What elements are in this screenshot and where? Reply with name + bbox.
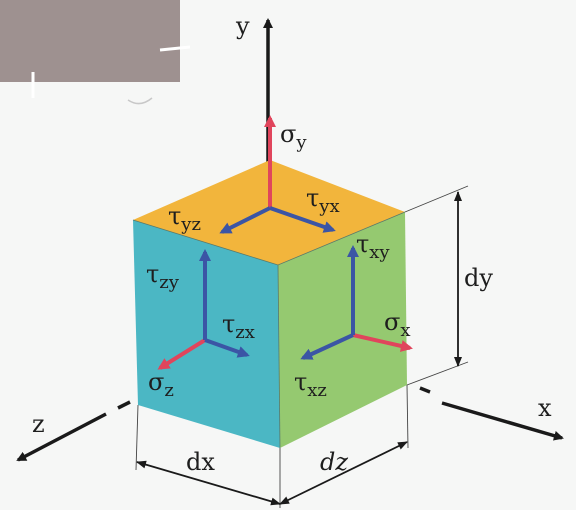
cube-top-face <box>133 160 405 265</box>
tau-yx-arrow <box>269 206 336 233</box>
corner-patch-mark <box>31 45 191 98</box>
x-axis-label: x <box>538 394 552 422</box>
sigma-z-arrow <box>157 338 207 370</box>
x-axis-back <box>419 386 431 394</box>
tau-zx-arrow <box>204 338 250 358</box>
sigma-x-label: σx <box>384 308 411 341</box>
dy-extension-top <box>404 185 469 213</box>
cube-vertical-edge <box>277 264 281 449</box>
dx-extension-left <box>135 404 139 471</box>
x-axis <box>441 401 564 441</box>
dy-label: dy <box>464 264 493 292</box>
corner-patch <box>0 0 180 82</box>
cube-right-face <box>278 212 407 448</box>
scan-mark <box>127 97 153 105</box>
z-axis <box>16 412 107 462</box>
tau-xz-label: τxz <box>294 368 327 401</box>
dx-label: dx <box>186 448 215 476</box>
tau-xz-arrow <box>300 333 354 360</box>
z-axis-back <box>117 400 131 410</box>
y-axis-label: y <box>235 12 250 40</box>
dz-dimension-line <box>279 441 408 505</box>
tau-zy-label: τzy <box>146 260 180 293</box>
dx-dimension-line <box>136 460 281 506</box>
tau-yx-label: τyx <box>306 184 340 217</box>
sigma-y-label: σy <box>280 120 307 153</box>
tau-xy-label: τxy <box>356 230 390 263</box>
tau-yz-arrow <box>219 206 271 234</box>
tau-zx-label: τzx <box>222 310 255 343</box>
sigma-z-label: σz <box>148 368 174 401</box>
tau-yz-label: τyz <box>168 202 201 235</box>
dz-label: dz <box>320 448 348 476</box>
dz-extension-right <box>406 384 409 449</box>
z-axis-label: z <box>32 410 45 438</box>
sigma-x-arrow <box>352 333 413 352</box>
